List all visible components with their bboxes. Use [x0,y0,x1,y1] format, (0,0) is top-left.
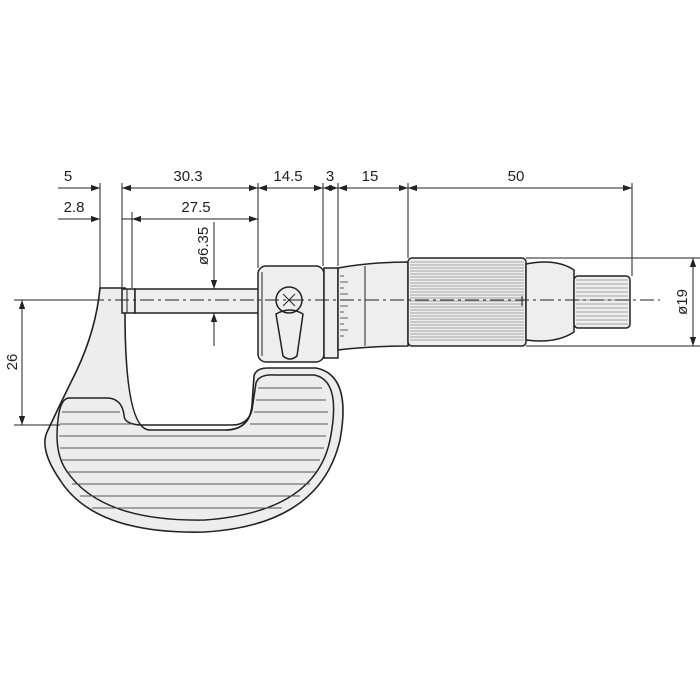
dim-2-8: 2.8 [64,199,85,216]
sleeve [323,261,409,359]
dim-spindle-diameter: ø6.35 [195,227,212,265]
dim-50: 50 [508,168,525,185]
sleeve-head [257,265,325,363]
thimble [407,257,527,347]
dim-3: 3 [326,168,334,185]
spindle [134,288,261,314]
anvil [121,288,136,314]
dim-15: 15 [362,168,379,185]
ratchet [525,261,631,342]
dimension-labels: 5 30.3 14.5 3 15 50 2.8 27.5 ø6.35 ø19 2… [4,168,691,370]
frame-ribs [59,387,328,509]
extension-lines [14,183,700,426]
dim-5: 5 [64,168,72,185]
dim-frame-height: 26 [4,354,21,371]
dimension-lines [18,184,697,425]
dim-14-5: 14.5 [273,168,302,185]
dim-27-5: 27.5 [181,199,210,216]
frame [44,287,344,533]
dim-30-3: 30.3 [173,168,202,185]
dim-thimble-diameter: ø19 [674,289,691,315]
